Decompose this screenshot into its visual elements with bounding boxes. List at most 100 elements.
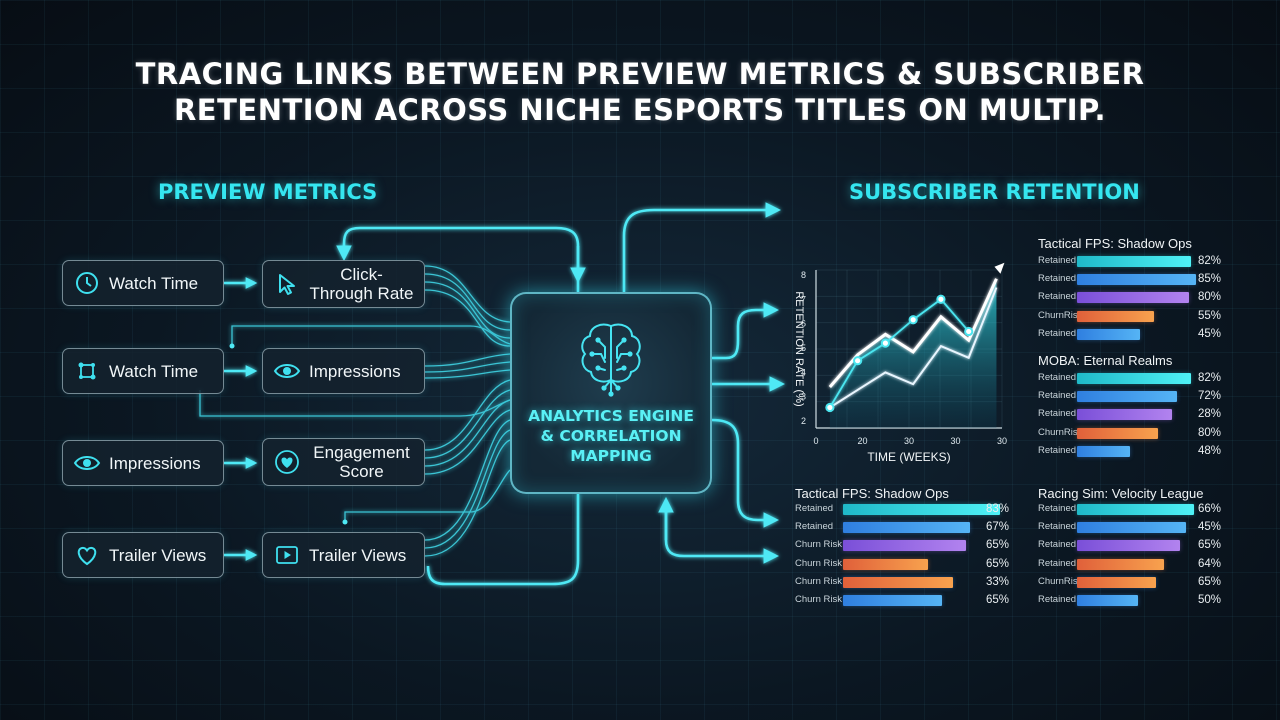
bar-panel-title: Tactical FPS: Shadow Ops [795, 486, 949, 501]
bar-category-label: Retained [1038, 557, 1077, 569]
x-tick-label: 0 [813, 436, 818, 446]
bar-panel-title: Tactical FPS: Shadow Ops [1038, 236, 1192, 251]
bar-value-label: 65% [986, 594, 1010, 606]
node-impressions-2[interactable]: Impressions [62, 440, 224, 486]
cursor-icon [273, 270, 301, 298]
series-line [828, 278, 998, 389]
node-label: Impressions [109, 453, 201, 473]
bar-category-label: Retained [795, 521, 834, 533]
bar-category-label: Retained [1038, 372, 1077, 383]
bar-category-label: Retained [1038, 255, 1077, 266]
y-tick-label: 8 [801, 270, 806, 280]
bar [843, 595, 942, 606]
bar-value-label: 33% [986, 575, 1010, 588]
bar [1077, 274, 1196, 286]
bar-value-label: 64% [1198, 557, 1222, 570]
bar [1077, 445, 1131, 457]
heart-icon [73, 541, 101, 569]
bar [843, 558, 929, 570]
bar [1077, 409, 1172, 421]
bar [1077, 391, 1178, 403]
bar-value-label: 83% [986, 503, 1010, 515]
bar-category-label: Retained [1038, 273, 1077, 285]
node-impressions-1[interactable]: Impressions [262, 348, 425, 394]
bar-category-label: Retained [1038, 327, 1077, 339]
bar-category-label: ChurnRisk [1038, 575, 1083, 587]
y-tick-label: 3 [801, 392, 806, 402]
bar [843, 504, 1001, 515]
bar-category-label: Churn Risk [795, 539, 842, 551]
data-point [825, 402, 835, 413]
bar-value-label: 80% [1198, 426, 1222, 439]
node-trailer-views-1[interactable]: Trailer Views [62, 532, 224, 578]
bar [843, 576, 953, 588]
analytics-engine[interactable]: ANALYTICS ENGINE & CORRELATION MAPPING [510, 292, 712, 494]
bar [1077, 540, 1181, 552]
bar [1077, 328, 1140, 340]
bar-category-label: Churn Risk [795, 594, 842, 605]
bar-category-label: Retained [795, 503, 834, 514]
node-engagement-score[interactable]: Engagement Score [262, 438, 425, 486]
bar-value-label: 80% [1198, 291, 1222, 304]
bar-category-label: ChurnRisk [1038, 309, 1083, 321]
bar-category-label: Churn Risk [795, 557, 842, 569]
bar-category-label: ChurnRisk [1038, 426, 1083, 438]
data-point [936, 294, 946, 304]
eye-icon [73, 449, 101, 477]
bar-category-label: Retained [1038, 390, 1077, 402]
data-point [908, 315, 918, 325]
series-line [829, 298, 970, 408]
bar-category-label: Retained [1038, 594, 1077, 605]
node-label: Trailer Views [309, 545, 407, 565]
bar-panel-title: Racing Sim: Velocity League [1038, 486, 1204, 501]
y-tick-label: 4 [801, 367, 806, 377]
bar-category-label: Retained [1038, 503, 1077, 514]
node-watch-time-1[interactable]: Watch Time [62, 260, 224, 306]
node-watch-time-2[interactable]: Watch Time [62, 348, 224, 394]
brain-icon [581, 323, 641, 397]
clock-icon [73, 269, 101, 297]
node-label: Click-Through Rate [309, 265, 414, 303]
bar-value-label: 55% [1198, 309, 1222, 322]
node-label: Impressions [309, 361, 401, 381]
bar [843, 522, 970, 534]
heart-icon [273, 448, 301, 476]
bar [843, 540, 967, 552]
node-label: Watch Time [109, 273, 199, 293]
node-trailer-views-2[interactable]: Trailer Views [262, 532, 425, 578]
bar-value-label: 67% [986, 521, 1010, 534]
trend-arrowhead [994, 262, 1005, 274]
bar [1077, 522, 1186, 534]
bar [1077, 504, 1194, 515]
bar [1077, 310, 1154, 322]
bar [1077, 427, 1158, 439]
page-title: TRACING LINKS BETWEEN PREVIEW METRICS & … [135, 57, 1145, 127]
data-point [964, 326, 974, 337]
data-point [853, 356, 863, 366]
x-tick-label: 30 [997, 436, 1007, 446]
bar-value-label: 65% [1198, 539, 1222, 552]
bar-value-label: 65% [1198, 575, 1222, 588]
y-tick-label: 7 [801, 294, 806, 304]
play-icon [273, 541, 301, 569]
bar [1077, 292, 1189, 304]
bar-category-label: Churn Risk [795, 575, 842, 587]
bar-value-label: 65% [986, 557, 1010, 570]
bar [1077, 256, 1192, 267]
node-label: Watch Time [109, 361, 199, 381]
bar-value-label: 65% [986, 539, 1010, 552]
bar-panel-title: MOBA: Eternal Realms [1038, 353, 1173, 368]
bar-category-label: Retained [1038, 291, 1077, 303]
eye-icon [273, 357, 301, 385]
series-line [829, 287, 998, 409]
bar-value-label: 72% [1198, 390, 1222, 403]
bar [1077, 558, 1165, 570]
engine-label: ANALYTICS ENGINE & CORRELATION MAPPING [528, 407, 694, 465]
bar-category-label: Retained [1038, 539, 1077, 551]
node-click-through-rate[interactable]: Click-Through Rate [262, 260, 425, 308]
node-label: Trailer Views [109, 545, 207, 565]
x-axis-label: TIME (WEEKS) [867, 450, 950, 464]
bar-value-label: 45% [1198, 327, 1222, 340]
y-tick-label: 2 [801, 416, 806, 426]
